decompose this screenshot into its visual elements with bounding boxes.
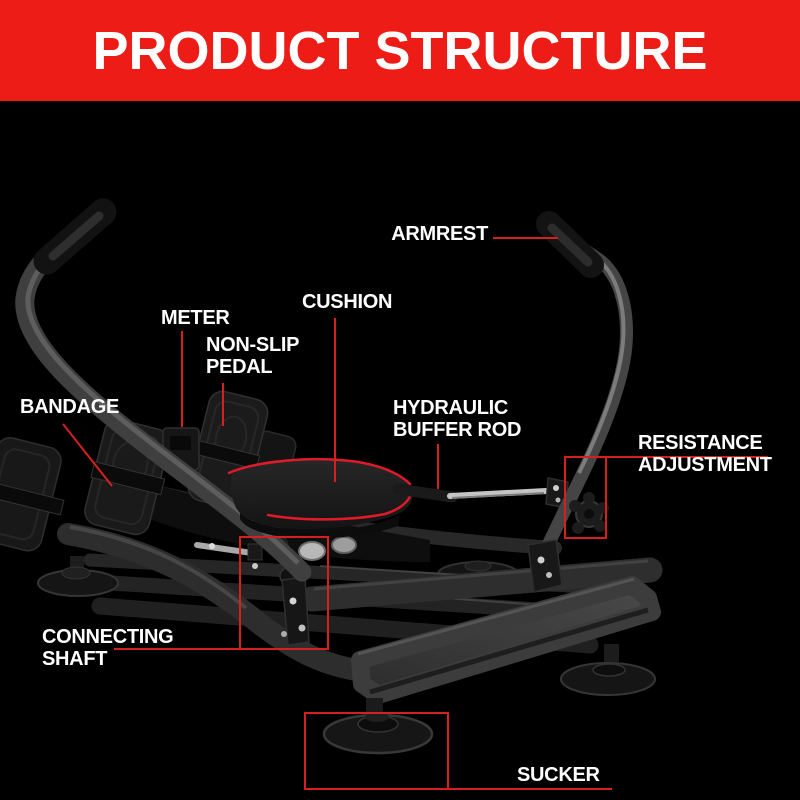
page-title: PRODUCT STRUCTURE [92, 20, 708, 81]
right-handle [527, 211, 633, 593]
bandage-leader-line [62, 423, 113, 487]
callout-label-meter: METER [161, 307, 230, 329]
side-rail [57, 523, 373, 682]
rear-beam [299, 557, 663, 612]
callout-label-sucker: SUCKER [517, 764, 600, 786]
callout-label-resistance-adjustment: RESISTANCE ADJUSTMENT [638, 432, 772, 476]
connecting-shaft-highlight-box [239, 536, 329, 650]
callout-label-non-slip-pedal: NON-SLIP PEDAL [206, 334, 300, 378]
hydraulic-buffer-rod [392, 477, 569, 509]
callout-label-hydraulic-buffer-rod: HYDRAULIC BUFFER ROD [393, 397, 522, 441]
bandage-strap [90, 461, 166, 496]
callout-lines [62, 237, 768, 790]
seat-cushion [227, 457, 413, 539]
cushion-piping-top [227, 457, 412, 486]
left-handle [15, 198, 312, 582]
front-beam [351, 576, 661, 704]
callout-label-cushion: CUSHION [302, 291, 393, 313]
resistance-highlight-box [564, 456, 607, 539]
callout-label-bandage: BANDAGE [20, 396, 120, 418]
sucker-foot [322, 698, 434, 755]
pedal-left-outer [0, 437, 65, 552]
callout-label-connecting-shaft: CONNECTING SHAFT [42, 626, 174, 670]
header-banner: PRODUCT STRUCTURE [0, 0, 800, 101]
callout-label-armrest: ARMREST [391, 223, 488, 245]
front-linkage [194, 542, 263, 561]
right-suction-foot [560, 644, 656, 696]
left-suction-foot [37, 556, 119, 597]
cushion-piping-bottom [266, 492, 413, 521]
sucker-highlight-box [304, 712, 449, 790]
